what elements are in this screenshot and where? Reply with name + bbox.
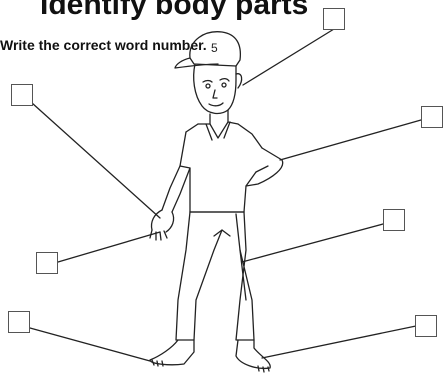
leader-line-hand: [32, 103, 160, 218]
leader-line-finger: [58, 232, 160, 262]
cap-number: 5: [211, 41, 218, 55]
leader-line-head: [243, 29, 334, 85]
answer-box-foot[interactable]: [415, 315, 437, 337]
leader-line-leg: [242, 224, 383, 262]
answer-box-arm[interactable]: [421, 106, 443, 128]
leader-line-toe: [30, 328, 150, 361]
answer-box-leg[interactable]: [383, 209, 405, 231]
answer-box-head[interactable]: [323, 8, 345, 30]
answer-box-hand[interactable]: [11, 84, 33, 106]
leader-line-foot: [262, 326, 416, 358]
answer-box-toe[interactable]: [8, 311, 30, 333]
leader-line-arm: [280, 120, 421, 160]
answer-box-finger[interactable]: [36, 252, 58, 274]
